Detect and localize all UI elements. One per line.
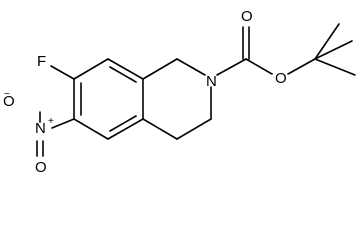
carbonyl-oxygen-atom-label: O [241, 8, 253, 25]
double-bond-c4a-c5 [109, 115, 137, 132]
nitro-oxygen-negative-charge: − [4, 89, 10, 100]
bond-c5-c6 [73, 118, 109, 140]
bond-c7-c8 [73, 58, 109, 80]
nitro-nitrogen-positive-charge: + [48, 116, 54, 127]
benzene-ring [73, 58, 144, 140]
bond-c4-c4a [142, 118, 178, 140]
bond-c8a-c1 [142, 58, 178, 80]
bond-ester-o-tbu [287, 58, 316, 75]
tetrahydro-ring [142, 58, 212, 140]
nitro-nitrogen-atom-label: N [35, 120, 46, 137]
bond-c1-n2 [176, 58, 206, 76]
bond-c7-fluorine [50, 65, 75, 80]
bond-tbu-methyl-top [314, 23, 340, 60]
nitro-oxygen-double-atom-label: O [35, 159, 47, 176]
bond-c4a-c5 [107, 118, 144, 140]
bond-c8-c8a [107, 58, 144, 80]
double-bond-c8-c8a [109, 66, 137, 83]
fluorine-atom-label: F [37, 53, 46, 70]
chemical-structure-diagram: F N + O − O N O O [3, 8, 356, 176]
substituents [36, 65, 75, 157]
bond-n2-carbonyl [216, 58, 247, 76]
bond-tbu-methyl-right [314, 40, 353, 60]
ester-oxygen-atom-label: O [275, 70, 287, 87]
nitro-oxygen-charged-atom-label: O [3, 93, 15, 110]
bond-carbonyl-ester-o [245, 58, 273, 75]
ring-nitrogen-atom-label: N [206, 73, 217, 90]
bond-tbu-methyl-bottom [314, 58, 356, 76]
bond-c3-c4 [176, 118, 212, 140]
boc-group [216, 23, 356, 76]
bond-c6-nitro-n [51, 118, 75, 129]
